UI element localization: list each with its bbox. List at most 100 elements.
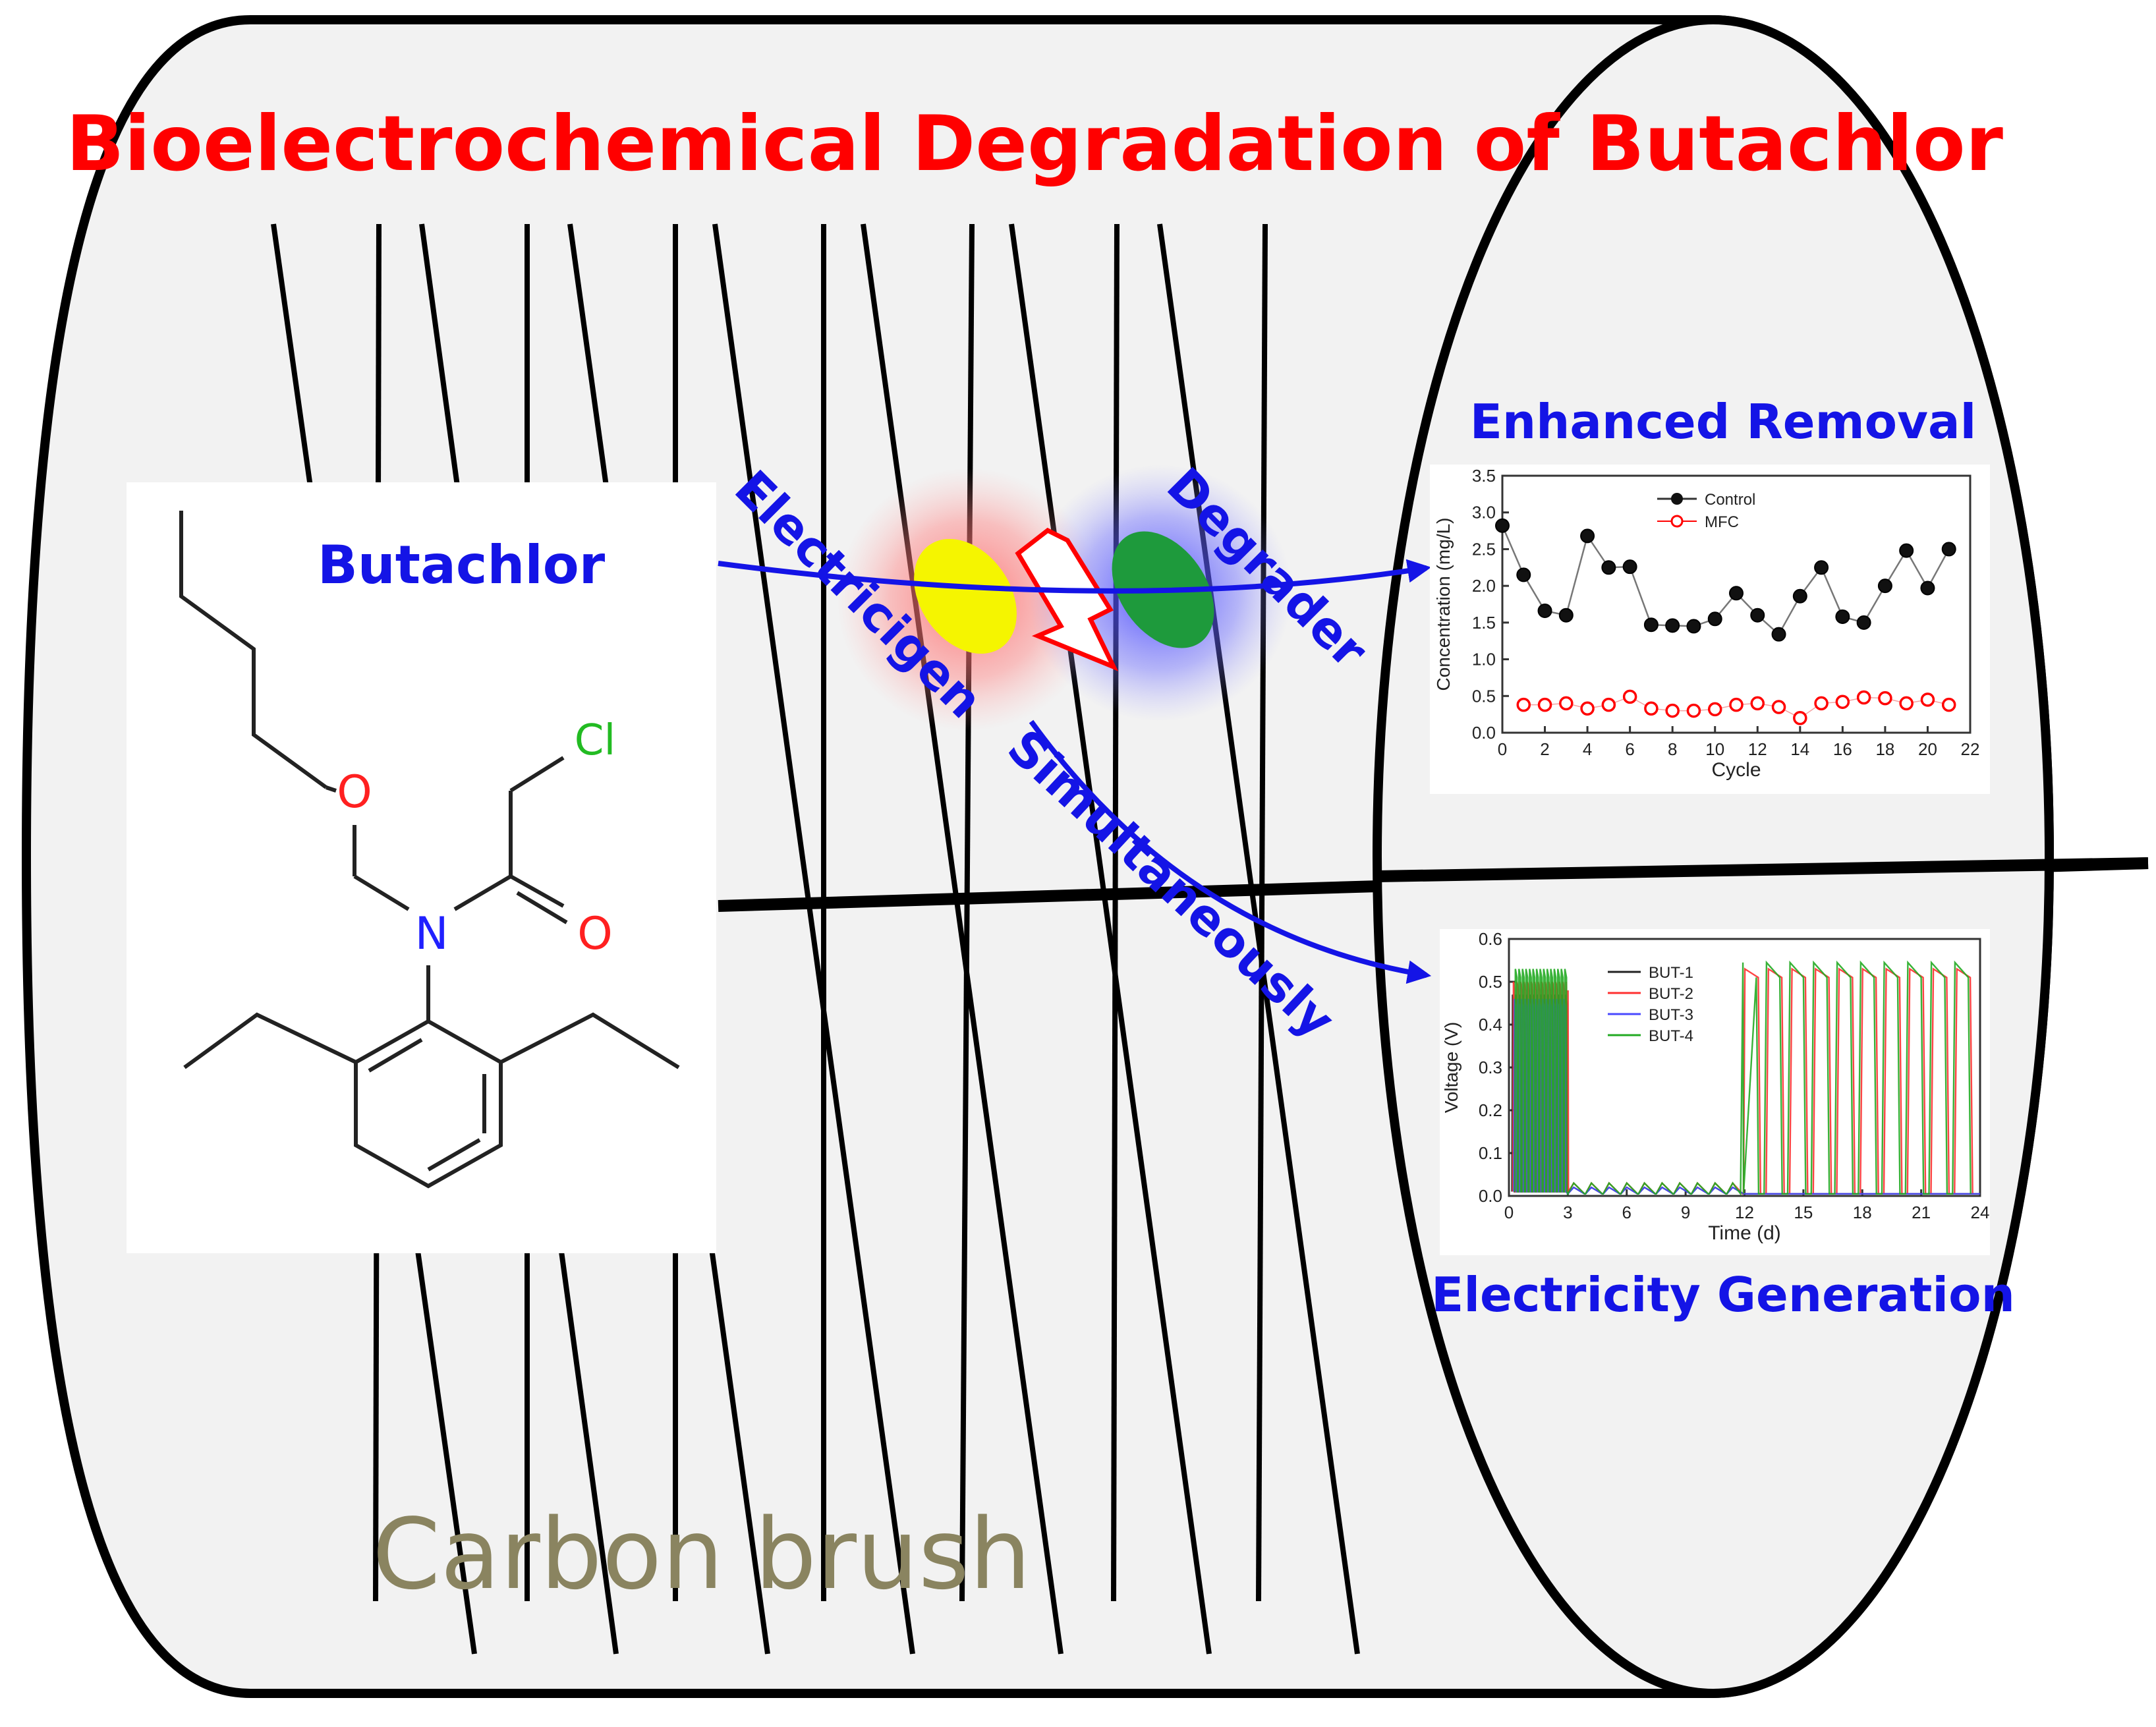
- mfc-point: [1686, 703, 1701, 718]
- brush-shaft-front: [1376, 857, 2149, 882]
- molecule-bonds: [179, 511, 680, 1189]
- y-tick-label: 0.5: [1472, 686, 1496, 706]
- butachlor-molecule: Butachlor O N Cl O: [127, 482, 716, 1253]
- x-tick-label: 15: [1794, 1203, 1813, 1222]
- x-tick-label: 9: [1681, 1203, 1690, 1222]
- mfc-point: [1622, 689, 1637, 704]
- y-tick-label: 0.6: [1479, 929, 1502, 949]
- y-tick-label: 0.0: [1472, 723, 1496, 743]
- mfc-point: [1750, 696, 1765, 711]
- mfc-point: [1771, 700, 1786, 714]
- mfc-point: [1920, 693, 1935, 707]
- x-tick-label: 12: [1748, 739, 1767, 759]
- y-tick-label: 0.0: [1479, 1186, 1502, 1206]
- control-point: [1899, 543, 1914, 558]
- mfc-point: [1814, 696, 1829, 711]
- plot-frame: [1501, 474, 1972, 734]
- legend-label-mfc: MFC: [1705, 513, 1739, 531]
- enhanced-removal-title: Enhanced Removal: [1470, 394, 1977, 449]
- mfc-point: [1559, 696, 1574, 711]
- mfc-point: [1537, 697, 1552, 712]
- control-point: [1877, 579, 1892, 594]
- x-axis-label: Cycle: [1711, 759, 1761, 781]
- atom-oxygen-carbonyl: O: [577, 908, 613, 960]
- control-point: [1580, 528, 1595, 544]
- y-tick-label: 0.4: [1479, 1015, 1502, 1034]
- x-tick-label: 16: [1833, 739, 1852, 759]
- control-point: [1643, 617, 1659, 633]
- x-tick-label: 14: [1790, 739, 1809, 759]
- control-point: [1686, 619, 1701, 634]
- control-point: [1920, 580, 1935, 596]
- control-point: [1558, 608, 1574, 623]
- mfc-point: [1941, 697, 1956, 712]
- control-point: [1665, 618, 1680, 633]
- control-point: [1516, 567, 1531, 582]
- carbon-brush-label: Carbon brush: [372, 1498, 1031, 1611]
- atom-chlorine: Cl: [575, 716, 615, 765]
- mfc-point: [1516, 697, 1531, 712]
- electricity-arrow: [1029, 720, 1432, 984]
- x-tick-label: 6: [1625, 739, 1634, 759]
- y-tick-label: 0.3: [1479, 1058, 1502, 1077]
- mfc-point: [1644, 701, 1659, 716]
- legend-label: BUT-2: [1649, 985, 1693, 1003]
- y-tick-label: 3.5: [1472, 466, 1496, 486]
- y-tick-label: 0.5: [1479, 972, 1502, 992]
- y-tick-label: 2.5: [1472, 539, 1496, 559]
- legend-marker-control: [1671, 493, 1683, 505]
- legend-label: BUT-3: [1649, 1006, 1693, 1024]
- x-tick-label: 0: [1504, 1203, 1514, 1222]
- control-point: [1707, 611, 1722, 627]
- control-point: [1622, 559, 1637, 575]
- legend-label: BUT-1: [1649, 964, 1693, 982]
- legend-marker-mfc: [1670, 515, 1684, 528]
- control-point: [1856, 615, 1871, 630]
- control-point: [1729, 586, 1744, 601]
- lightning-icon: [1015, 527, 1119, 671]
- x-tick-label: 20: [1918, 739, 1937, 759]
- control-point: [1495, 518, 1510, 533]
- cylinder-front-face: [1373, 15, 2054, 1698]
- legend-label: BUT-4: [1649, 1027, 1693, 1045]
- control-point: [1792, 588, 1807, 604]
- x-tick-label: 4: [1583, 739, 1592, 759]
- mfc-point: [1856, 690, 1871, 705]
- control-point: [1537, 604, 1552, 619]
- x-tick-label: 6: [1622, 1203, 1631, 1222]
- x-tick-label: 21: [1912, 1203, 1931, 1222]
- x-tick-label: 22: [1961, 739, 1980, 759]
- y-tick-label: 1.0: [1472, 650, 1496, 669]
- control-point: [1941, 542, 1956, 557]
- voltage-series-line: [1514, 960, 1972, 1197]
- mfc-point: [1793, 710, 1807, 725]
- mfc-point: [1878, 691, 1892, 706]
- y-tick-label: 0.1: [1479, 1143, 1502, 1163]
- control-point: [1750, 608, 1765, 623]
- x-tick-label: 12: [1735, 1203, 1754, 1222]
- y-tick-label: 3.0: [1472, 503, 1496, 523]
- chart-panel: [1430, 465, 1990, 794]
- removal-arrow: [718, 559, 1432, 594]
- x-tick-label: 0: [1498, 739, 1507, 759]
- mfc-point: [1665, 703, 1680, 718]
- control-series-line: [1501, 525, 1950, 636]
- mfc-point: [1580, 701, 1595, 716]
- electricity-generation-title: Electricity Generation: [1431, 1267, 2015, 1322]
- x-tick-label: 3: [1563, 1203, 1572, 1222]
- atom-nitrogen: N: [415, 908, 449, 960]
- mfc-point: [1835, 694, 1850, 709]
- molecule-name: Butachlor: [318, 534, 606, 596]
- legend-label-control: Control: [1705, 491, 1755, 509]
- mfc-point: [1899, 696, 1914, 711]
- control-point: [1814, 560, 1829, 575]
- atom-oxygen-ether: O: [337, 766, 372, 818]
- x-tick-label: 18: [1853, 1203, 1872, 1222]
- x-tick-label: 10: [1705, 739, 1724, 759]
- mfc-point: [1729, 697, 1744, 712]
- molecule-panel: [127, 482, 716, 1253]
